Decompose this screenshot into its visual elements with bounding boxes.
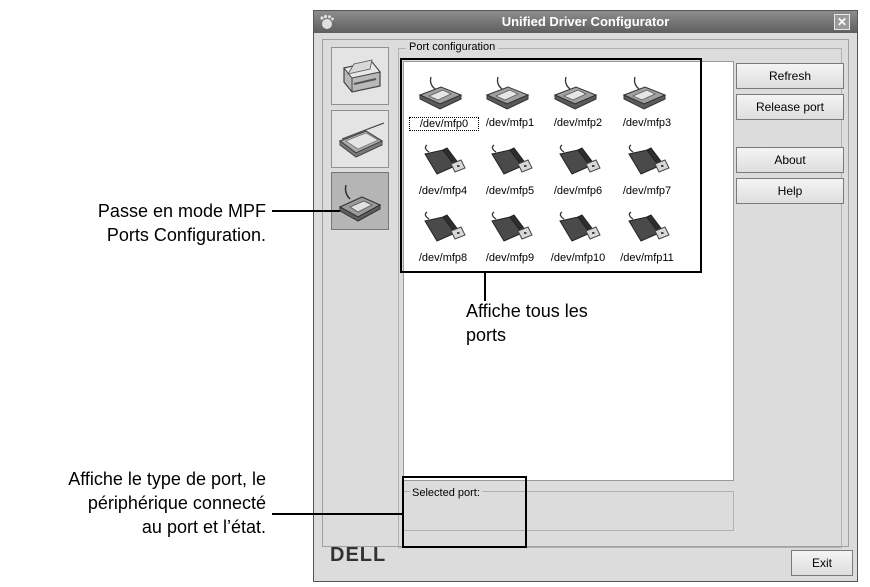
port-label: /dev/mfp2	[553, 117, 603, 129]
callout-ports-leader	[484, 273, 486, 301]
usb-port-icon	[424, 144, 466, 175]
port-label: /dev/mfp11	[620, 252, 674, 264]
callout-ports-line-2: ports	[466, 325, 507, 345]
help-button[interactable]: Help	[736, 178, 844, 204]
usb-port-icon	[628, 144, 670, 175]
usb-port-icon	[417, 211, 467, 247]
port-item[interactable]: /dev/mfp0	[409, 70, 479, 138]
port-item[interactable]: /dev/mfp7	[613, 138, 681, 206]
dell-logo: DELL	[330, 544, 387, 566]
parallel-port-icon	[484, 76, 534, 112]
port-label: /dev/mfp4	[418, 185, 468, 197]
callout-ports-line-1: Affiche tous les	[466, 301, 588, 321]
close-button[interactable]: ✕	[834, 14, 850, 30]
gnome-foot-icon[interactable]	[319, 14, 335, 30]
callout-ports: Affiche tous les ports	[466, 299, 666, 347]
port-configuration-group	[398, 48, 842, 548]
unified-driver-configurator-window: Unified Driver Configurator ✕ Port co	[313, 10, 858, 582]
port-item[interactable]: /dev/mfp11	[613, 205, 681, 273]
port-label: /dev/mfp8	[418, 252, 468, 264]
port-label: /dev/mfp10	[550, 252, 606, 264]
usb-port-icon	[628, 211, 670, 242]
callout-selected-leader	[272, 513, 402, 515]
parallel-port-icon	[485, 76, 530, 110]
ports-highlight-frame	[400, 58, 702, 273]
usb-port-icon	[552, 211, 602, 247]
usb-port-icon	[491, 144, 533, 175]
port-label: /dev/mfp3	[622, 117, 672, 129]
port-item[interactable]: /dev/mfp3	[613, 70, 681, 138]
port-item[interactable]: /dev/mfp9	[476, 205, 544, 273]
port-item[interactable]: /dev/mfp1	[476, 70, 544, 138]
callout-selected-line-2: périphérique connecté	[87, 493, 266, 513]
selected-port-highlight-frame	[402, 476, 527, 548]
callout-selected: Affiche le type de port, le périphérique…	[0, 467, 266, 539]
port-item[interactable]: /dev/mfp2	[544, 70, 612, 138]
callout-mode-leader	[272, 210, 340, 212]
usb-port-icon	[621, 211, 671, 247]
port-item[interactable]: /dev/mfp8	[409, 205, 477, 273]
usb-port-icon	[424, 211, 466, 242]
parallel-port-icon	[622, 76, 667, 110]
callout-mode-line-1: Passe en mode MPF	[97, 201, 266, 221]
port-icon	[338, 184, 382, 222]
callout-selected-line-3: au port et l’état.	[141, 517, 266, 537]
parallel-port-icon	[621, 76, 671, 112]
port-label: /dev/mfp0	[409, 117, 479, 131]
about-button[interactable]: About	[736, 147, 844, 173]
window-title: Unified Driver Configurator	[501, 14, 670, 29]
usb-port-icon	[621, 144, 671, 180]
parallel-port-icon	[417, 76, 467, 112]
port-configuration-title: Port configuration	[406, 41, 499, 53]
scanner-icon	[338, 122, 385, 158]
port-label: /dev/mfp1	[485, 117, 535, 129]
refresh-button[interactable]: Refresh	[736, 63, 844, 89]
selected-port-label: Selected port:	[410, 487, 482, 499]
ports-configuration-button[interactable]	[331, 172, 389, 230]
parallel-port-icon	[553, 76, 598, 110]
exit-button[interactable]: Exit	[791, 550, 853, 576]
callout-mode: Passe en mode MPF Ports Configuration.	[20, 199, 266, 247]
port-label: /dev/mfp9	[485, 252, 535, 264]
title-bar[interactable]: Unified Driver Configurator ✕	[314, 11, 857, 33]
usb-port-icon	[559, 211, 601, 242]
port-item[interactable]: /dev/mfp5	[476, 138, 544, 206]
release-port-button[interactable]: Release port	[736, 94, 844, 120]
usb-port-icon	[417, 144, 467, 180]
usb-port-icon	[484, 144, 534, 180]
scanners-configuration-button[interactable]	[331, 110, 389, 168]
port-label: /dev/mfp5	[485, 185, 535, 197]
usb-port-icon	[552, 144, 602, 180]
port-label: /dev/mfp7	[622, 185, 672, 197]
printer-icon	[343, 59, 381, 93]
port-item[interactable]: /dev/mfp10	[544, 205, 612, 273]
parallel-port-icon	[552, 76, 602, 112]
content-frame	[322, 39, 849, 547]
parallel-port-icon	[418, 76, 463, 110]
callout-mode-line-2: Ports Configuration.	[106, 225, 266, 245]
usb-port-icon	[559, 144, 601, 175]
port-item[interactable]: /dev/mfp4	[409, 138, 477, 206]
port-label: /dev/mfp6	[553, 185, 603, 197]
usb-port-icon	[491, 211, 533, 242]
printers-configuration-button[interactable]	[331, 47, 389, 105]
usb-port-icon	[484, 211, 534, 247]
port-item[interactable]: /dev/mfp6	[544, 138, 612, 206]
callout-selected-line-1: Affiche le type de port, le	[68, 469, 266, 489]
